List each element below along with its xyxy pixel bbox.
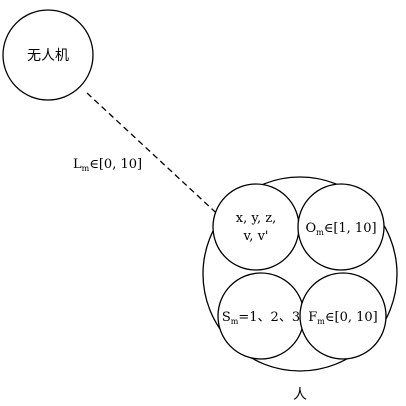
link-symbol: L: [73, 157, 82, 172]
link-distance-label: Lm∈[0, 10]: [73, 157, 142, 173]
f-symbol: F: [308, 310, 317, 325]
position-circle: x, y, z, v, v': [212, 183, 300, 271]
f-variable-circle: Fm∈[0, 10]: [299, 272, 387, 360]
position-line-2: v, v': [243, 229, 269, 244]
o-variable-circle: Om∈[1, 10]: [297, 183, 385, 271]
drone-person-link: [86, 92, 227, 223]
link-subscript: m: [82, 164, 90, 173]
f-subscript: m: [317, 317, 325, 326]
position-line-1: x, y, z,: [236, 211, 276, 226]
o-variable-label: Om∈[1, 10]: [305, 221, 376, 237]
link-range: ∈[0, 10]: [89, 157, 142, 172]
o-subscript: m: [316, 228, 324, 237]
s-values: =1、2、3: [238, 310, 300, 325]
s-subscript: m: [231, 317, 239, 326]
drone-node: 无人机: [2, 9, 94, 101]
drone-label: 无人机: [27, 48, 69, 64]
f-variable-label: Fm∈[0, 10]: [308, 310, 377, 326]
s-variable-label: Sm=1、2、3: [222, 310, 300, 326]
person-node: x, y, z, v, v' Om∈[1, 10] Sm=1、2、3 Fm∈[0…: [202, 176, 398, 403]
person-label: 人: [293, 387, 307, 403]
s-symbol: S: [222, 310, 231, 325]
o-range: ∈[1, 10]: [324, 221, 377, 236]
o-symbol: O: [305, 221, 316, 236]
s-variable-circle: Sm=1、2、3: [217, 272, 305, 360]
f-range: ∈[0, 10]: [325, 310, 378, 325]
